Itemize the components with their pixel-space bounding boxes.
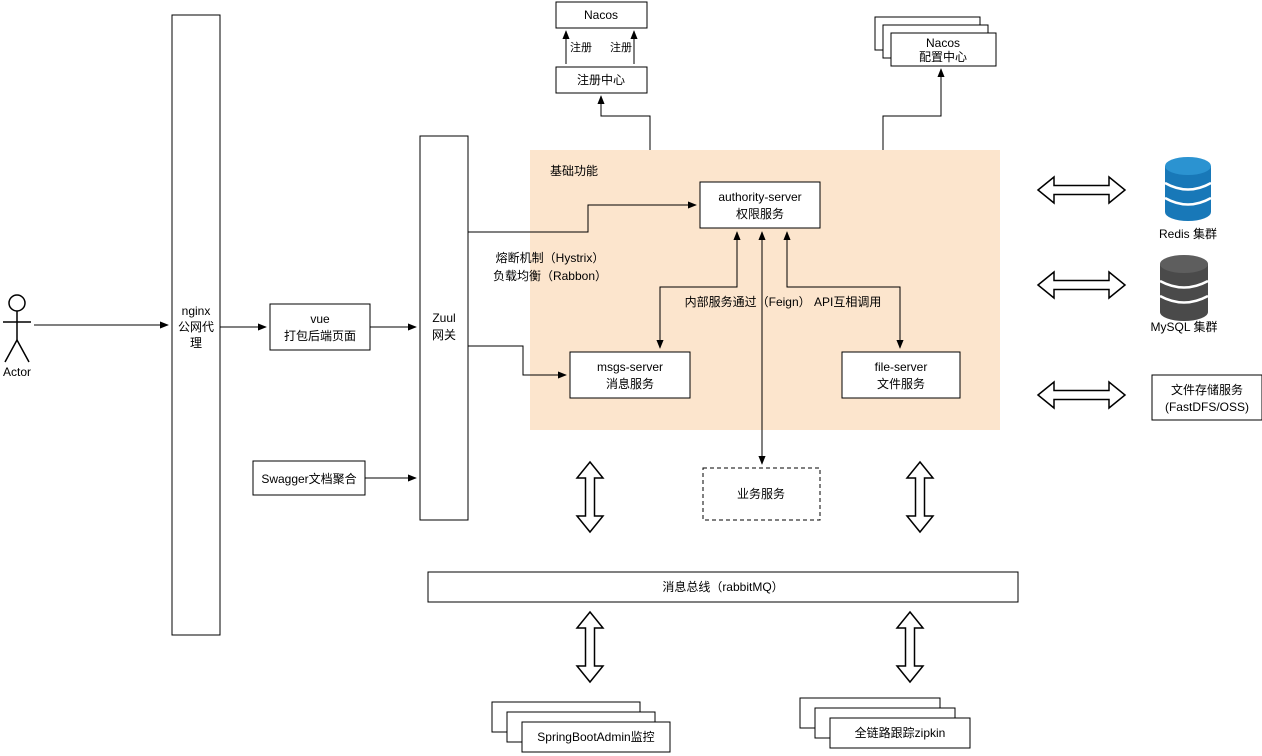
register-label-right: 注册: [610, 40, 632, 54]
hystrix-note-line1: 熔断机制（Hystrix）: [496, 250, 605, 265]
node-msgs-server: msgs-server 消息服务: [569, 351, 691, 399]
double-arrow-icon-msgs-bus: [575, 460, 605, 534]
admin-label: SpringBootAdmin监控: [537, 730, 654, 744]
admin-front: [521, 721, 671, 753]
redis-label: Redis 集群: [1159, 226, 1217, 241]
registry-rect: [555, 66, 648, 94]
nginx-label-line2: 公网代: [178, 320, 214, 334]
double-arrow-icon-bus-zipkin: [895, 610, 925, 684]
node-file-server: file-server 文件服务: [841, 351, 961, 399]
authority-label-line2: 权限服务: [736, 206, 784, 221]
node-message-bus: 消息总线（rabbitMQ）: [427, 571, 1019, 603]
edge-msgs-to-authority-feign: [656, 231, 741, 349]
edge-base-region-to-registry: [597, 95, 651, 150]
double-arrow-icon-file-bus: [905, 460, 935, 534]
storage-rect: [1151, 374, 1262, 421]
nacos-config-front: [890, 32, 997, 67]
vue-label-line1: vue: [310, 312, 330, 326]
authority-label-line1: authority-server: [718, 190, 801, 204]
vue-label-line2: 打包后端页面: [284, 329, 356, 343]
node-zuul: Zuul 网关: [419, 135, 469, 521]
hystrix-note-line2: 负载均衡（Rabbon）: [493, 269, 607, 283]
nacos-top-rect: [555, 1, 648, 29]
register-label-left: 注册: [570, 40, 592, 54]
swagger-label: Swagger文档聚合: [261, 471, 356, 486]
nacos-config-label-line1: Nacos: [926, 36, 960, 50]
storage-label-line2: (FastDFS/OSS): [1165, 400, 1249, 414]
node-vue: vue 打包后端页面: [269, 303, 371, 351]
vue-rect: [269, 303, 371, 351]
node-zipkin-stack: 全链路跟踪zipkin: [799, 697, 971, 749]
zuul-label-line1: Zuul: [432, 311, 455, 325]
file-label-line1: file-server: [875, 360, 928, 374]
msgs-rect: [569, 351, 691, 399]
swagger-rect: [252, 460, 366, 496]
node-business-service: 业务服务: [702, 467, 821, 521]
registry-label: 注册中心: [577, 72, 625, 87]
mysql-label: MySQL 集群: [1151, 319, 1218, 334]
base-region-label: 基础功能: [550, 164, 598, 178]
mysql-database-icon: [1159, 255, 1209, 321]
edge-zuul-to-msgs: [468, 345, 567, 379]
node-admin-stack: SpringBootAdmin监控: [491, 701, 671, 753]
nginx-rect: [171, 14, 221, 636]
edge-zuul-to-authority: [468, 201, 697, 233]
business-rect: [702, 467, 821, 521]
double-arrow-icon-redis: [1036, 175, 1127, 205]
file-label-line2: 文件服务: [877, 376, 925, 391]
nacos-top-label: Nacos: [584, 8, 618, 22]
redis-database-icon: [1164, 157, 1212, 221]
double-arrow-icon-bus-admin: [575, 610, 605, 684]
msgs-label-line1: msgs-server: [597, 360, 663, 374]
zipkin-label: 全链路跟踪zipkin: [855, 725, 946, 740]
zipkin-front: [829, 717, 971, 749]
actor-label: Actor: [3, 365, 31, 379]
node-registry-center: 注册中心: [555, 66, 648, 94]
bus-label: 消息总线（rabbitMQ）: [662, 579, 783, 594]
actor-icon: [3, 294, 31, 363]
edge-file-to-authority-feign: [783, 231, 904, 349]
node-swagger: Swagger文档聚合: [252, 460, 366, 496]
node-nginx: nginx 公网代 理: [171, 14, 221, 636]
business-label: 业务服务: [737, 486, 785, 501]
authority-rect: [699, 181, 821, 229]
nginx-label-line1: nginx: [182, 304, 211, 318]
edge-base-region-to-nacos-config: [882, 68, 945, 150]
nginx-label-line3: 理: [190, 336, 202, 350]
bus-rect: [427, 571, 1019, 603]
zuul-label-line2: 网关: [432, 328, 456, 342]
nacos-config-label-line2: 配置中心: [919, 49, 967, 64]
node-nacos-config-stack: Nacos 配置中心: [874, 16, 997, 67]
storage-label-line1: 文件存储服务: [1171, 382, 1243, 397]
double-arrow-icon-mysql: [1036, 270, 1127, 300]
node-file-storage: 文件存储服务 (FastDFS/OSS): [1151, 374, 1262, 421]
msgs-label-line2: 消息服务: [606, 376, 654, 391]
double-arrow-icon-storage: [1036, 380, 1127, 410]
node-authority-server: authority-server 权限服务: [699, 181, 821, 229]
node-nacos-top: Nacos: [555, 1, 648, 29]
zuul-rect: [419, 135, 469, 521]
feign-note: 内部服务通过（Feign） API互相调用: [685, 294, 882, 309]
file-rect: [841, 351, 961, 399]
